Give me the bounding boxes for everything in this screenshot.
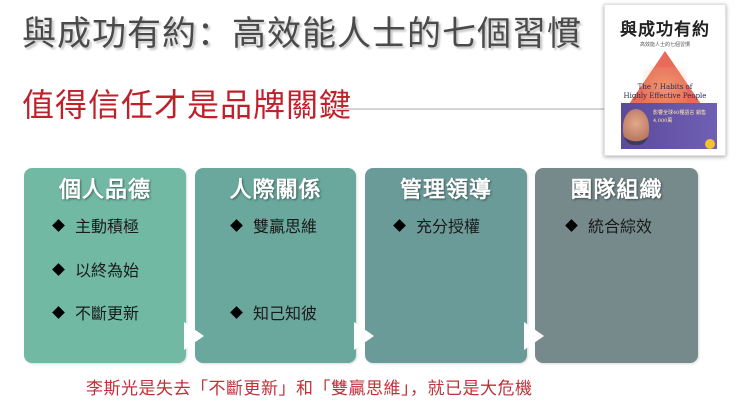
diamond-bullet-icon xyxy=(230,306,243,319)
bullet-text: 充分授權 xyxy=(416,217,481,236)
panel-management-leadership: 管理領導 充分授權 xyxy=(365,168,527,363)
book-band-text: 影響全球40種語言 銷售4,000萬 xyxy=(653,110,706,124)
slide-subtitle: 值得信任才是品牌關鍵 xyxy=(22,86,353,124)
panel-team-organization: 團隊組織 統合綜效 xyxy=(535,168,698,363)
bullet-text: 雙贏思維 xyxy=(253,217,318,236)
footer-note: 李斯光是失去「不斷更新」和「雙贏思維」，就已是大危機 xyxy=(86,379,533,399)
panel-interpersonal-relations: 人際關係 雙贏思維 知己知彼 xyxy=(195,168,356,363)
arrow-right-icon xyxy=(184,322,204,350)
slide-title: 與成功有約：高效能人士的七個習慣 xyxy=(22,14,582,54)
author-portrait xyxy=(623,109,649,145)
diamond-bullet-icon xyxy=(52,263,65,276)
diamond-bullet-icon xyxy=(52,219,65,232)
bullet-item: 統合綜效 xyxy=(565,213,653,237)
bullet-item: 知己知彼 xyxy=(230,300,318,324)
bullet-item: 主動積極 xyxy=(52,213,140,237)
book-cover-title: 與成功有約 xyxy=(620,20,710,40)
divider-line xyxy=(330,108,605,110)
badge-icon xyxy=(705,139,715,149)
bullet-item: 以終為始 xyxy=(52,257,140,281)
diamond-bullet-icon xyxy=(52,306,65,319)
english-title-line-1: The 7 Habits of xyxy=(637,83,693,91)
panel-heading: 管理領導 xyxy=(399,178,492,203)
pyramid-glow xyxy=(643,67,687,107)
bullet-text: 不斷更新 xyxy=(75,304,140,323)
bullet-item: 不斷更新 xyxy=(52,300,140,324)
diamond-bullet-icon xyxy=(230,219,243,232)
english-title-line-2: Highly Effective People xyxy=(623,92,707,100)
panel-heading: 人際關係 xyxy=(229,178,322,203)
bullet-text: 以終為始 xyxy=(75,261,140,280)
bullet-item: 雙贏思維 xyxy=(230,213,318,237)
bullet-text: 統合綜效 xyxy=(588,217,653,236)
book-cover-subtitle: 高效能人士的七個習慣 xyxy=(639,42,690,48)
arrow-right-icon xyxy=(524,322,544,350)
panel-personal-character: 個人品德 主動積極 以終為始 不斷更新 xyxy=(24,168,186,363)
bullet-text: 知己知彼 xyxy=(253,304,318,323)
arrow-right-icon xyxy=(354,322,374,350)
diamond-bullet-icon xyxy=(565,219,578,232)
panel-heading: 團隊組織 xyxy=(570,178,663,203)
panel-heading: 個人品德 xyxy=(58,178,151,203)
book-cover-image: 與成功有約 高效能人士的七個習慣 The 7 Habits of Highly … xyxy=(604,4,726,156)
diamond-bullet-icon xyxy=(393,219,406,232)
book-cover-english-title: The 7 Habits of Highly Effective People xyxy=(605,83,725,101)
bullet-item: 充分授權 xyxy=(393,213,481,237)
bullet-text: 主動積極 xyxy=(75,217,140,236)
